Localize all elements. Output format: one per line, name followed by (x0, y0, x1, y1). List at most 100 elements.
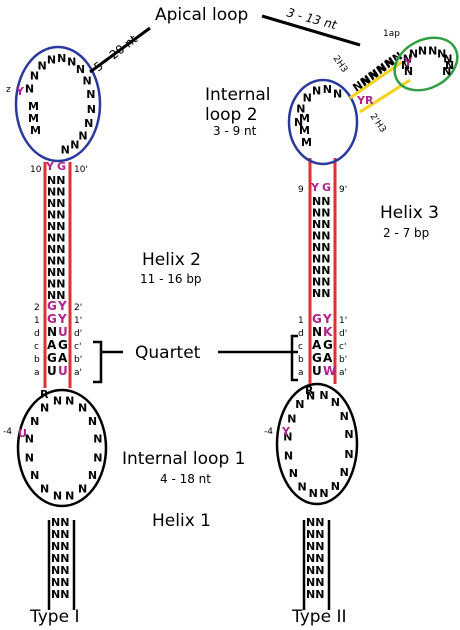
right-pos9: 9 (298, 185, 304, 195)
loop-nucleotide: N (344, 448, 353, 461)
pair-position-label: d (298, 329, 304, 339)
pair-base-5prime: N (47, 325, 57, 339)
left-minus4: -4 (3, 427, 12, 437)
internal-loop2-range: 3 - 9 nt (213, 124, 257, 138)
two-h3-label: 2H3 (331, 54, 350, 75)
stem-nucleotide-pair: NN (47, 278, 65, 291)
loop-nucleotide: N (83, 75, 92, 88)
pair-base-3prime: G (58, 338, 68, 352)
pair-base-5prime: G (47, 351, 57, 365)
pair-base-3prime: Y (57, 312, 67, 326)
loop-nucleotide: N (294, 116, 303, 129)
loop-nucleotide: N (333, 87, 342, 100)
loop-nucleotide: N (25, 82, 34, 95)
pair-position-label: c (34, 342, 39, 352)
stem-nucleotide-pair: NN (51, 552, 69, 565)
pair-base-3prime: Y (322, 312, 332, 326)
pair-base-3prime: U (58, 364, 68, 378)
internal-loop2-label-b: loop 2 (205, 105, 258, 125)
pair-position-label: a (34, 368, 40, 378)
stem-nucleotide-pair: NN (312, 253, 330, 266)
loop-nucleotide: N (86, 88, 95, 101)
pair-position-label-prime: 1' (74, 316, 82, 326)
stem-nucleotide-pair: NN (47, 186, 65, 199)
stem-nucleotide-pair: NN (306, 528, 324, 541)
apical-loop-range-right: 3 - 13 nt (285, 5, 339, 32)
pair-base-3prime: Y (57, 299, 67, 313)
right-r-label: R (305, 384, 314, 397)
loop-nucleotide: N (47, 54, 56, 67)
pair-base-5prime: A (47, 338, 57, 352)
stem-nucleotide-pair: NN (51, 576, 69, 589)
stem-nucleotide-pair: NN (312, 218, 330, 231)
stem-nucleotide-pair: NN (306, 564, 324, 577)
stem-nucleotide-pair: NN (47, 197, 65, 210)
loop-nucleotide: N (78, 482, 87, 495)
pair-position-label-prime: 2' (74, 303, 82, 313)
right-minus4: -4 (264, 427, 273, 437)
loop-nucleotide: N (403, 53, 412, 66)
apical-pointer-left (89, 26, 151, 74)
loop-nucleotide: N (78, 402, 87, 415)
type2-label: Type II (291, 607, 346, 627)
helix2-range: 11 - 16 bp (140, 272, 202, 286)
loop-nucleotide: N (40, 402, 49, 415)
left-apical-loop (14, 45, 102, 163)
pair-position-label-prime: b' (339, 355, 347, 365)
stem-nucleotide-pair: NN (47, 174, 65, 187)
loop-nucleotide: N (93, 452, 102, 465)
right-pos9p: 9' (339, 185, 347, 195)
loop-nucleotide: N (25, 433, 34, 446)
stem-nucleotide-pair: NN (312, 195, 330, 208)
loop-nucleotide: N (296, 103, 305, 116)
loop-nucleotide: N (93, 433, 102, 446)
loop-nucleotide: N (76, 63, 85, 76)
pair-position-label-prime: b' (74, 355, 82, 365)
helix3-yr-pair: YR (356, 94, 374, 107)
right-apical-loop (393, 36, 459, 92)
loop-nucleotide: N (306, 390, 315, 403)
loop-nucleotide: N (57, 52, 66, 65)
stem-nucleotide-pair: NN (51, 528, 69, 541)
stem-nucleotide-pair: NN (312, 276, 330, 289)
loop-nucleotide: N (303, 92, 312, 105)
loop-nucleotide: N (319, 487, 328, 500)
pair-base-5prime: U (47, 364, 57, 378)
pair-base-3prime: G (323, 338, 333, 352)
loop-nucleotide: N (30, 469, 39, 482)
loop-nucleotide-m: M (299, 112, 310, 125)
pair-position-label: d (34, 329, 40, 339)
stem-nucleotide-pair: NN (312, 241, 330, 254)
pair-base-3prime: U (58, 325, 68, 339)
stem-nucleotide-pair: NN (47, 255, 65, 268)
right-top-pair-b: G (322, 181, 331, 194)
quartet-bracket (93, 334, 298, 384)
loop-nucleotide: N (309, 487, 318, 500)
loop-nucleotide: N (344, 428, 353, 441)
stem-nucleotide-pair: NN (47, 289, 65, 302)
loop-nucleotide: N (283, 431, 292, 444)
helix3-label: Helix 3 (380, 203, 439, 223)
stem-nucleotide-pair: NN (51, 588, 69, 601)
left-pos10: 10 (30, 165, 42, 175)
loop-nucleotide: N (340, 466, 349, 479)
two-h3-prime-label: 2'H3 (368, 112, 388, 135)
stem-nucleotide-pair: NN (47, 232, 65, 245)
loop-nucleotide: N (284, 450, 293, 463)
loop-nucleotide-m: M (301, 136, 312, 149)
helix1-label: Helix 1 (152, 511, 211, 531)
loop-nucleotide: N (25, 452, 34, 465)
pair-base-3prime: A (323, 351, 333, 365)
apical-pointer-right (261, 14, 361, 47)
right-internal-loop1 (275, 382, 359, 506)
internal-loop1-label: Internal loop 1 (122, 449, 245, 469)
quartet-label: Quartet (135, 343, 201, 363)
loop-nucleotide: N (295, 398, 304, 411)
loop-nucleotide: N (437, 47, 446, 60)
